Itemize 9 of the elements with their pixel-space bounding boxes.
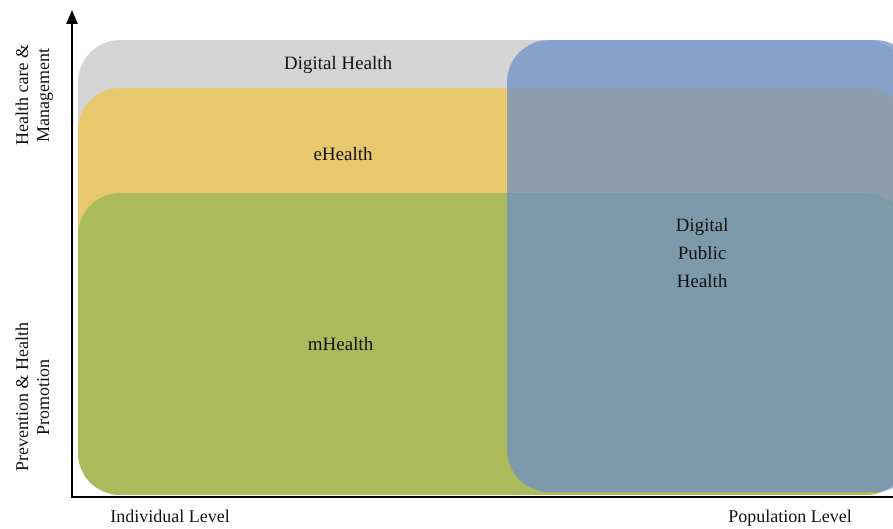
axis-label: Population Level [727, 506, 853, 527]
axis-label: Individual Level [109, 506, 231, 527]
region-label: mHealth [306, 333, 374, 357]
region-label: eHealth [312, 143, 374, 167]
axis-label: Prevention & Health Promotion [12, 322, 54, 472]
rounded-region [507, 40, 893, 492]
region-label: Digital Health [282, 52, 394, 76]
axis-label: Health care & Management [12, 43, 54, 148]
region-label: Digital Public Health [674, 214, 730, 294]
